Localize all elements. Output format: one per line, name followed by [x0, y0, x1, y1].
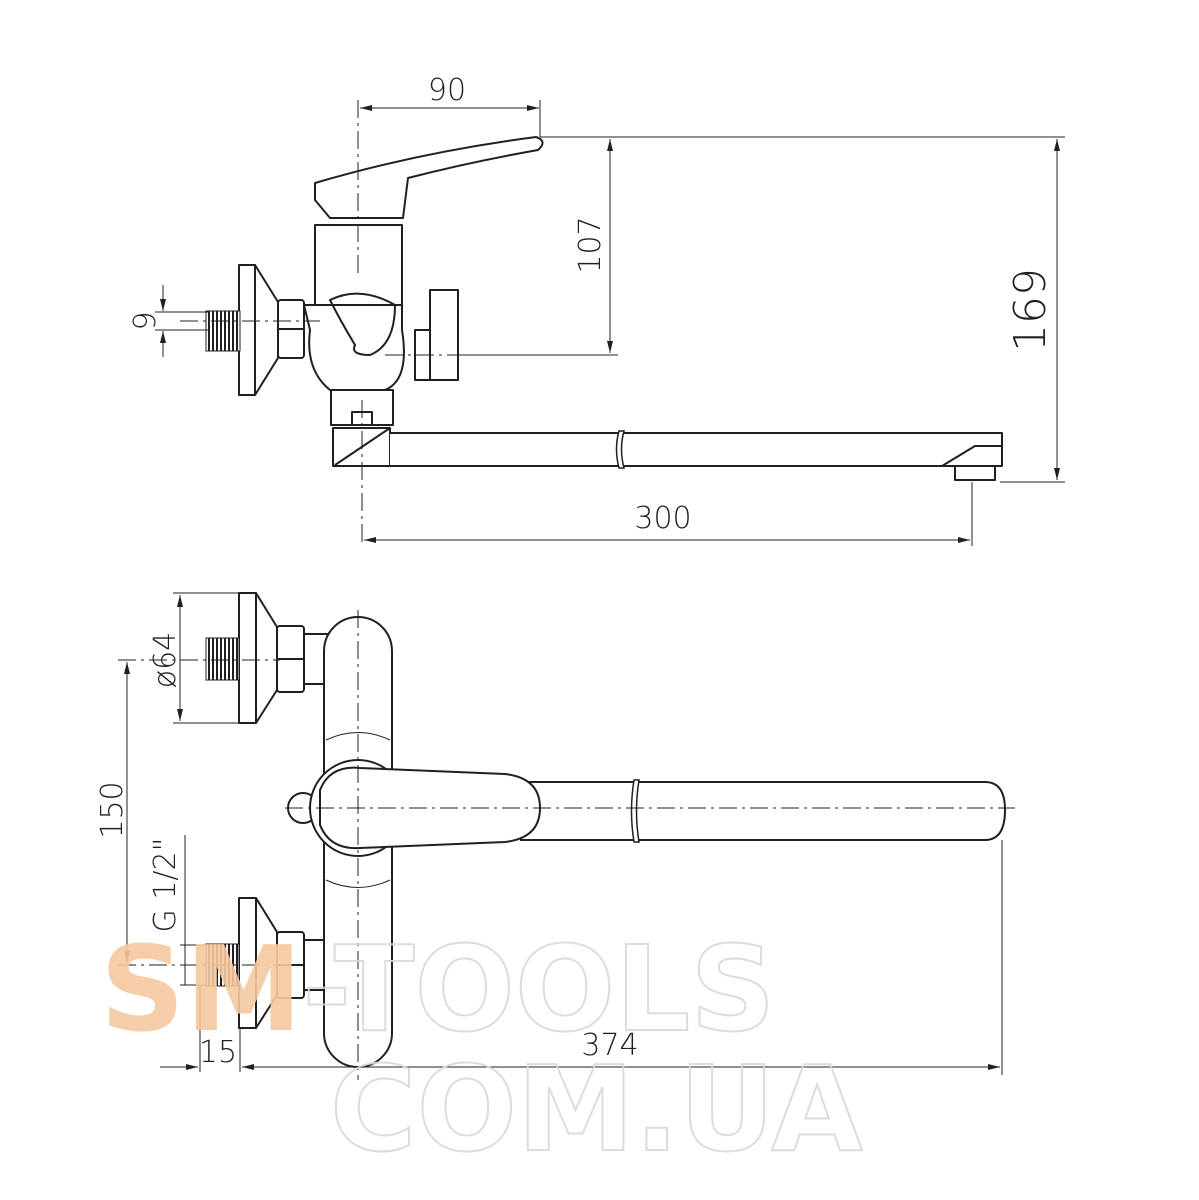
aerator: [954, 465, 996, 481]
inlet-thread: [205, 310, 241, 352]
diverter-knob: [429, 289, 459, 381]
flange-cone: [254, 264, 279, 396]
dim-handle-height: 107: [573, 216, 608, 273]
dim-total-height: 169: [1005, 268, 1056, 352]
dim-thread-length: 15: [199, 1035, 237, 1070]
front-view: ø64 150 G 1/2" 15 374: [95, 592, 1015, 1080]
svg-text:SM-TOOLS: SM-TOOLS: [100, 920, 775, 1058]
watermark: SM-TOOLS COM.UA: [100, 919, 864, 1179]
spout-top: [520, 781, 1006, 841]
spout: [390, 432, 1003, 467]
dim-thread-size: G 1/2": [148, 838, 183, 933]
dim-flange-diameter: ø64: [148, 632, 183, 689]
dim-inlet-spacing: 150: [95, 781, 130, 838]
watermark-domain: COM.UA: [330, 1040, 863, 1178]
break-mark: [615, 430, 625, 469]
watermark-rest: -TOOLS: [302, 920, 775, 1058]
side-view: 90 107 169 9 300: [128, 73, 1065, 546]
wall-flange: [238, 264, 256, 396]
upper-flange: [238, 592, 257, 724]
dim-handle-reach: 90: [428, 73, 466, 108]
dim-total-length: 374: [581, 1028, 638, 1063]
dim-spout-length: 300: [634, 501, 691, 536]
watermark-accent: SM: [100, 920, 302, 1058]
dim-thread-offset: 9: [128, 311, 163, 330]
lever-handle: [314, 136, 544, 219]
